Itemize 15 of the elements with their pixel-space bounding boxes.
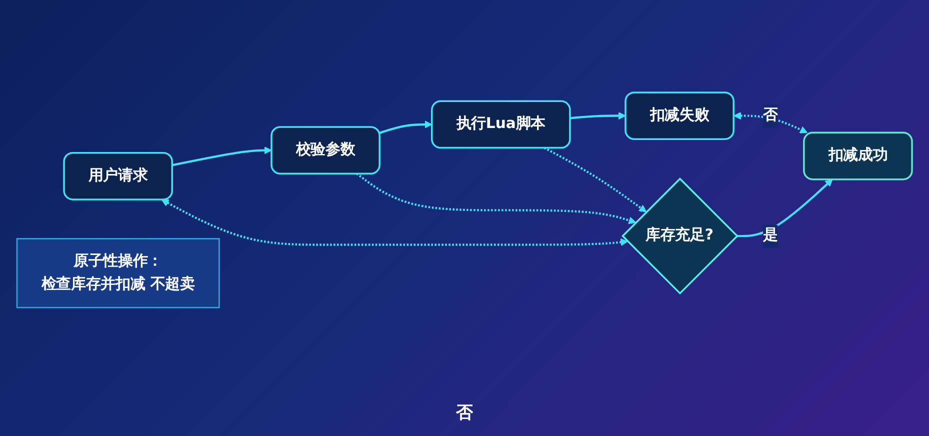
arrow xyxy=(356,172,636,224)
arrow xyxy=(172,146,272,166)
node-box: 用户请求 xyxy=(63,152,173,200)
arrow xyxy=(379,120,432,134)
arrow xyxy=(161,199,628,246)
edge-label: 否 xyxy=(762,106,778,124)
node-box: 原子性操作： 检查库存并扣减 不超卖 xyxy=(16,238,220,308)
branch-label: 否 xyxy=(456,402,473,424)
arrow xyxy=(570,112,626,120)
arrow xyxy=(736,178,833,238)
node-box: 执行Lua脚本 xyxy=(431,100,571,149)
arrow xyxy=(544,146,647,212)
edge-label: 是 xyxy=(762,226,778,244)
node-diamond: 库存充足? xyxy=(621,178,738,295)
arrow xyxy=(734,112,808,134)
